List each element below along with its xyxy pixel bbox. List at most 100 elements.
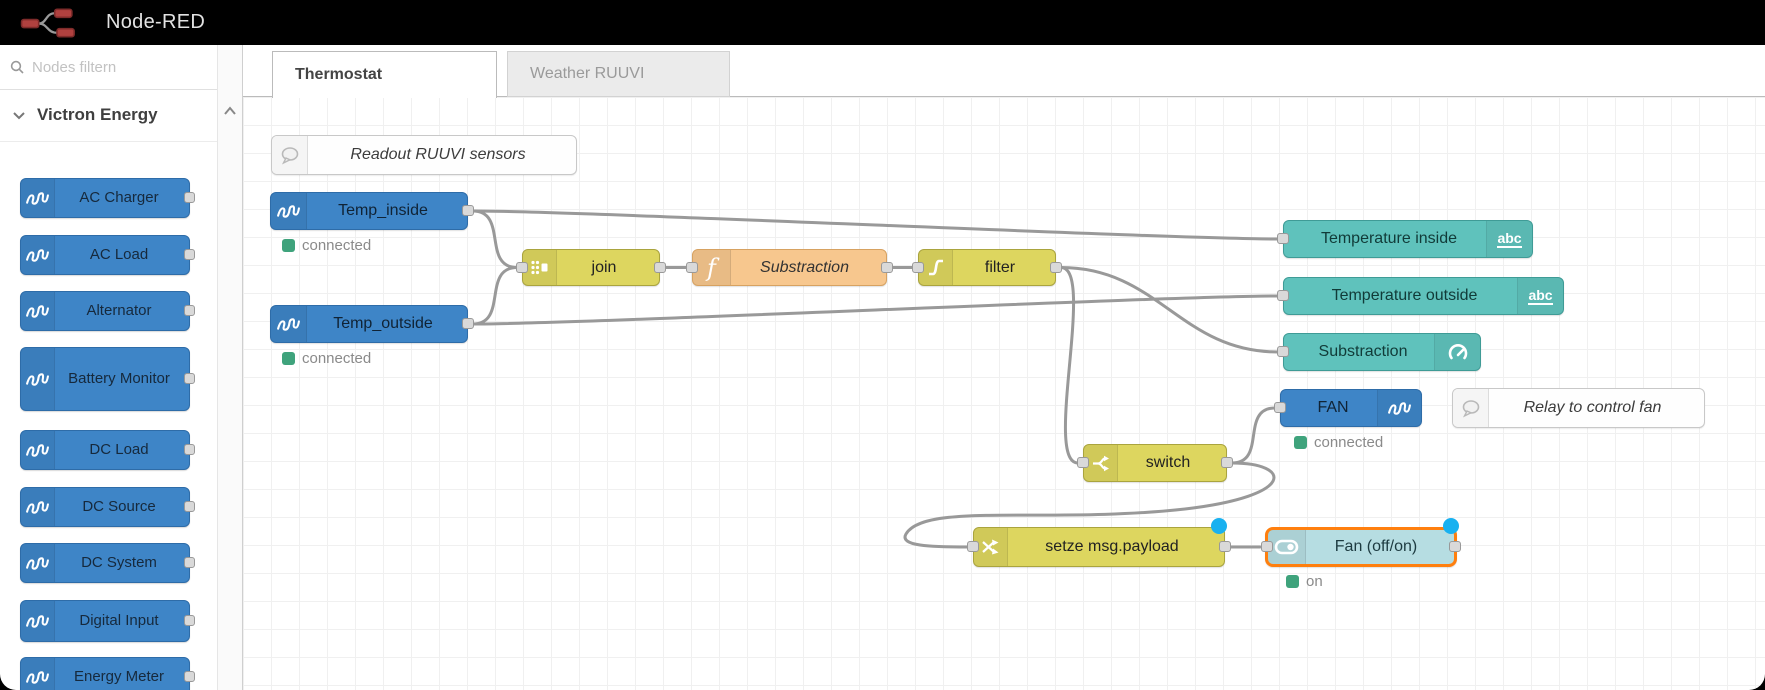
node-status: on [1286,573,1323,590]
palette-item-label: Alternator [86,302,152,320]
output-port[interactable] [184,557,195,568]
victron-icon [21,236,55,274]
node-comment-readout[interactable]: Readout RUUVI sensors [271,135,577,175]
filter-icon [919,250,953,285]
node-red-logo-icon [20,7,75,38]
gauge-icon [1434,334,1480,370]
output-port[interactable] [462,318,474,329]
palette-item-digital-input[interactable]: Digital Input [20,600,195,642]
status-dot [1286,575,1299,588]
palette-item-energy-meter[interactable]: Energy Meter [20,657,195,690]
palette-item-label: DC Load [89,441,149,459]
output-port[interactable] [184,615,195,626]
victron-icon [271,193,307,229]
victron-icon [21,544,55,582]
input-port[interactable] [1277,233,1289,244]
node-temp-inside[interactable]: Temp_inside [270,192,474,230]
node-filter[interactable]: filter [912,249,1062,286]
node-label: Readout RUUVI sensors [350,146,526,163]
output-port[interactable] [184,671,195,682]
palette-item-label: DC Source [82,498,156,516]
node-label: setze msg.payload [1045,538,1179,555]
output-port[interactable] [184,249,195,260]
output-port[interactable] [184,501,195,512]
output-port[interactable] [184,444,195,455]
output-port[interactable] [1221,457,1233,468]
node-label: FAN [1317,399,1349,416]
search-input[interactable] [30,51,210,83]
victron-icon [1377,390,1421,426]
output-port[interactable] [654,261,666,273]
chevron-up-icon[interactable] [223,103,237,121]
output-port[interactable] [184,192,195,203]
output-port[interactable] [1050,261,1062,273]
function-icon: f [693,250,731,285]
input-port[interactable] [516,261,528,273]
node-label: switch [1145,454,1191,471]
node-switch[interactable]: switch [1077,444,1233,482]
input-port[interactable] [967,541,979,552]
node-change-setze[interactable]: setze msg.payload [967,527,1231,567]
output-port[interactable] [1449,541,1461,552]
node-label: Relay to control fan [1523,399,1662,416]
input-port[interactable] [1277,346,1289,357]
toggle-icon [1268,530,1306,564]
victron-icon [21,431,55,469]
node-label: Temperature outside [1331,287,1478,304]
input-port[interactable] [1274,402,1286,413]
switch-icon [1084,445,1118,481]
victron-icon [21,179,55,217]
palette-item-alternator[interactable]: Alternator [20,291,195,331]
palette-category-header[interactable]: Victron Energy [0,97,218,137]
node-temp-outside[interactable]: Temp_outside [270,305,474,343]
chevron-down-icon [13,112,25,120]
node-ui-substraction[interactable]: Substraction [1277,333,1481,371]
wire[interactable] [1059,266,1080,465]
comment-bubble-icon [272,136,308,174]
palette-item-ac-charger[interactable]: AC Charger [20,178,195,218]
output-port[interactable] [184,305,195,316]
palette-item-label: AC Charger [79,189,159,207]
output-port[interactable] [184,373,195,384]
victron-icon [21,658,55,690]
node-fan-switch[interactable]: Fan (off/on) [1261,527,1461,567]
palette-item-ac-load[interactable]: AC Load [20,235,195,275]
palette-sidebar: Victron Energy AC Charger AC LoadAlternat… [0,45,243,690]
wire[interactable] [1059,266,1280,354]
wire[interactable] [1230,406,1277,465]
node-label: Temp_outside [333,315,433,332]
status-dot [282,239,295,252]
join-icon [523,250,557,285]
input-port[interactable] [686,261,698,273]
output-port[interactable] [462,205,474,216]
wire[interactable] [471,209,1280,241]
input-port[interactable] [912,261,924,273]
node-comment-relay[interactable]: Relay to control fan [1452,388,1705,428]
palette-item-dc-system[interactable]: DC System [20,543,195,583]
wire[interactable] [471,209,519,269]
divider [0,141,218,142]
wire[interactable] [471,266,519,326]
output-port[interactable] [881,261,893,273]
palette-item-battery-monitor[interactable]: Battery Monitor [20,347,195,411]
wire[interactable] [471,294,1280,326]
wire[interactable] [903,461,1276,549]
node-join[interactable]: join [516,249,666,286]
input-port[interactable] [1277,290,1289,301]
status-text: connected [302,350,372,367]
status-dot [282,352,295,365]
input-port[interactable] [1077,457,1089,468]
palette-item-dc-load[interactable]: DC Load [20,430,195,470]
palette-scrollbar[interactable] [217,45,242,690]
tab-thermostat[interactable]: Thermostat [272,51,497,98]
node-fan-out[interactable]: FAN [1274,389,1422,427]
input-port[interactable] [1261,541,1273,552]
palette-item-dc-source[interactable]: DC Source [20,487,195,527]
victron-icon [21,488,55,526]
tab-weather-ruuvi[interactable]: Weather RUUVI [507,51,730,97]
output-port[interactable] [1219,541,1231,552]
